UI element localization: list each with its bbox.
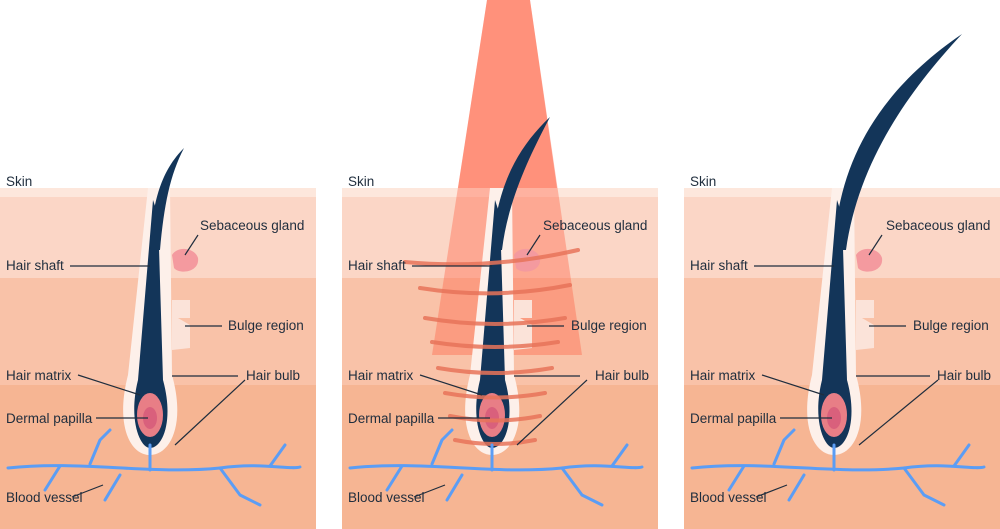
label-hair-bulb: Hair bulb (595, 368, 649, 383)
label-hair-matrix: Hair matrix (690, 368, 756, 383)
label-hair-bulb: Hair bulb (937, 368, 991, 383)
label-hair-shaft: Hair shaft (6, 258, 64, 273)
label-hair-shaft: Hair shaft (348, 258, 406, 273)
label-dermal-papilla: Dermal papilla (348, 411, 435, 426)
label-sebaceous-gland: Sebaceous gland (543, 218, 647, 233)
label-skin: Skin (690, 174, 716, 189)
label-dermal-papilla: Dermal papilla (690, 411, 777, 426)
label-blood-vessel: Blood vessel (348, 490, 425, 505)
label-blood-vessel: Blood vessel (6, 490, 83, 505)
bulge-region (172, 300, 190, 350)
label-dermal-papilla: Dermal papilla (6, 411, 93, 426)
label-skin: Skin (348, 174, 374, 189)
label-bulge-region: Bulge region (228, 318, 304, 333)
laser-beam-above-skin (458, 0, 557, 188)
label-blood-vessel: Blood vessel (690, 490, 767, 505)
label-bulge-region: Bulge region (571, 318, 647, 333)
label-hair-bulb: Hair bulb (246, 368, 300, 383)
label-hair-matrix: Hair matrix (348, 368, 414, 383)
label-bulge-region: Bulge region (913, 318, 989, 333)
label-sebaceous-gland: Sebaceous gland (200, 218, 304, 233)
label-skin: Skin (6, 174, 32, 189)
label-hair-shaft: Hair shaft (690, 258, 748, 273)
label-sebaceous-gland: Sebaceous gland (886, 218, 990, 233)
panel-laser: Skin Sebaceous gland Hair shaft Bulge re… (342, 0, 658, 529)
panel-before: Skin Sebaceous gland Hair shaft Bulge re… (0, 148, 316, 529)
label-hair-matrix: Hair matrix (6, 368, 72, 383)
panel-after: Skin Sebaceous gland Hair shaft Bulge re… (684, 34, 1000, 529)
bulge-region (856, 300, 874, 350)
